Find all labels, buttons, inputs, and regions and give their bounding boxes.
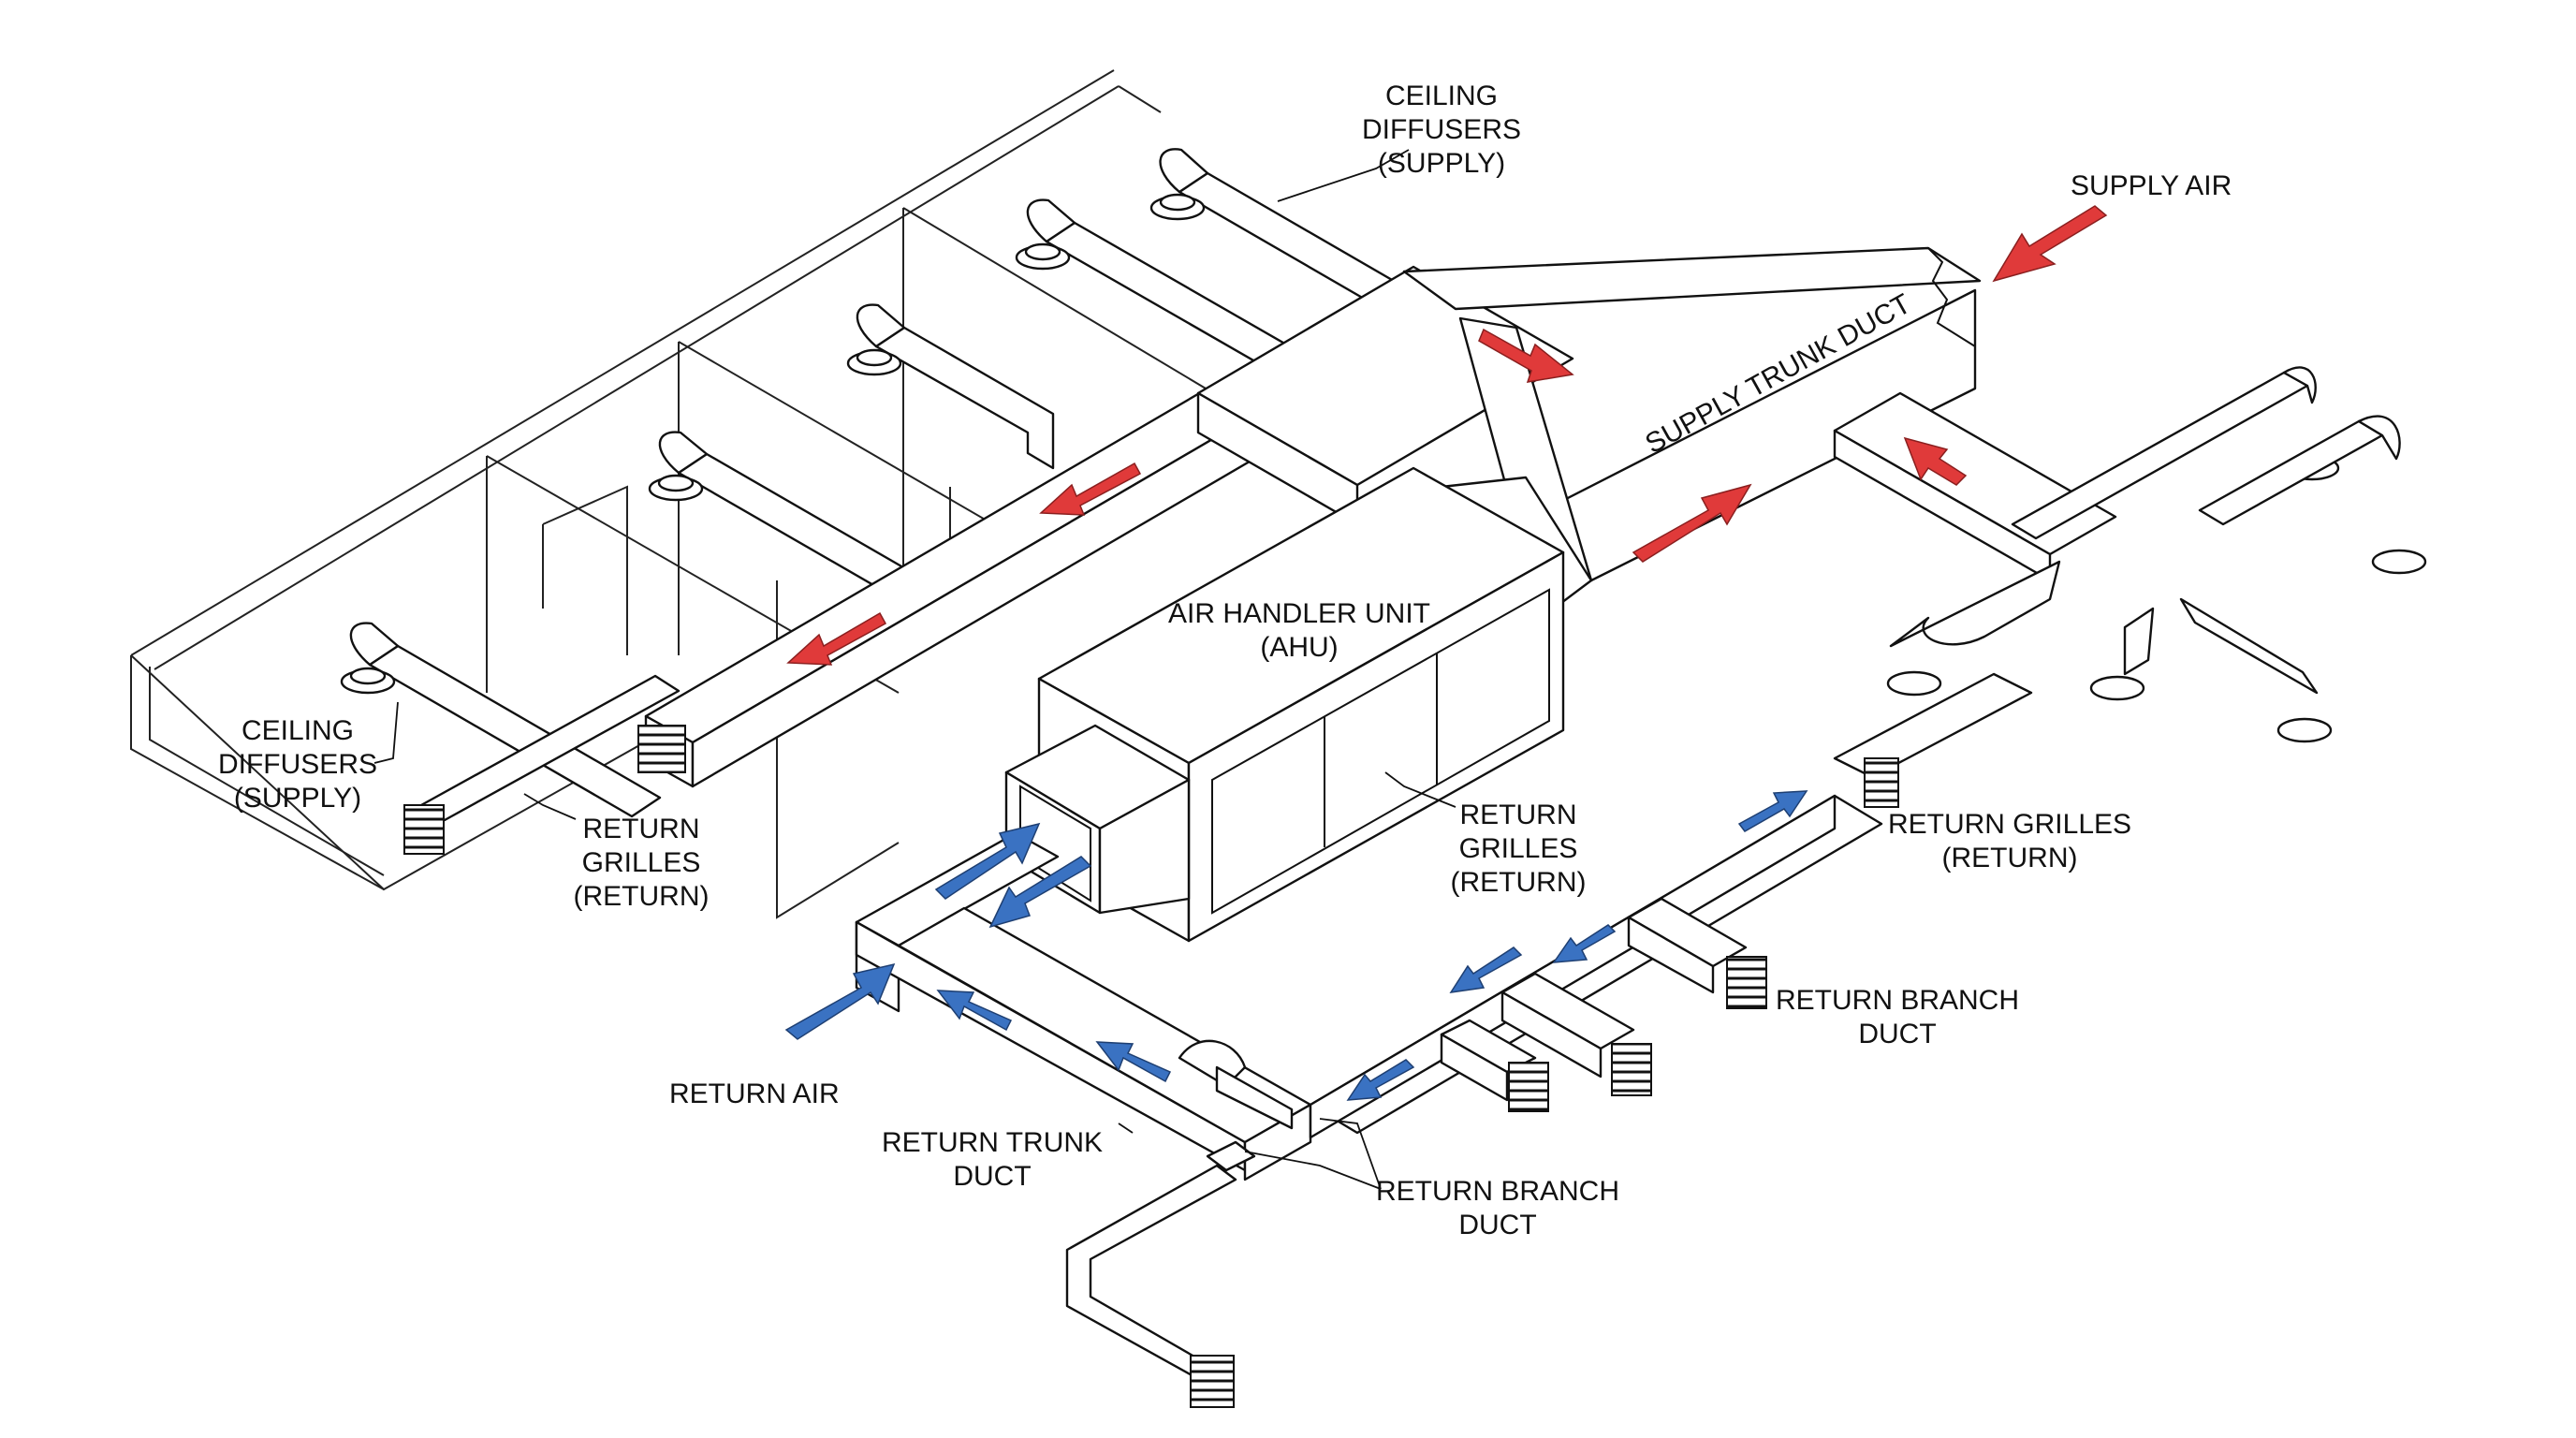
supply-trunk-duct [644,246,1982,788]
grille-left-1 [403,804,445,855]
supply-branch-ducts-left [340,148,1425,822]
label-return-trunk-duct-1: RETURN TRUNK [882,1127,1103,1158]
arrow-supply-air-in [1992,205,2108,283]
arrow-branch-4 [1737,790,1808,832]
grille-stub-2 [1611,1043,1652,1096]
grille-stub-1 [1508,1062,1549,1112]
label-return-branch-duct-bottom-2: DUCT [1458,1210,1536,1240]
labels: CEILING DIFFUSERS (SUPPLY) SUPPLY AIR SU… [218,81,2232,1240]
grille-left-2 [637,725,686,773]
label-return-grilles-ahu-3: (RETURN) [1451,867,1587,898]
return-air-arrows [784,790,1808,1101]
label-ahu-2: (AHU) [1260,632,1338,663]
label-return-grilles-ahu-2: GRILLES [1459,833,1578,864]
arrow-ahu-out [988,856,1092,929]
label-ceiling-diffusers-top-2: DIFFUSERS [1362,114,1521,145]
supply-air-arrows [786,205,2108,666]
arrow-branch-2 [1449,946,1523,993]
grille-right-1 [1864,757,1899,808]
arrow-branch-right [1903,436,1968,486]
grille-stub-3 [1726,956,1767,1009]
grille-bottom [1190,1355,1235,1408]
label-return-grilles-left-2: GRILLES [582,847,701,878]
label-return-grilles-right-2: (RETURN) [1942,843,2078,873]
arrow-left-trunk-2 [786,611,887,666]
arrow-return-trunk-2 [1095,1041,1172,1083]
label-return-grilles-left-1: RETURN [583,814,700,844]
arrow-ahu-in-1 [934,822,1041,900]
label-return-air: RETURN AIR [669,1078,840,1109]
arrow-left-trunk-1 [1039,462,1142,516]
air-handler-unit [1004,466,1565,943]
arrow-branch-3 [1552,924,1617,963]
label-supply-air: SUPPLY AIR [2071,170,2232,201]
label-ceiling-diffusers-left-3: (SUPPLY) [234,783,361,814]
label-ahu-1: AIR HANDLER UNIT [1168,598,1430,629]
label-return-branch-duct-bottom-1: RETURN BRANCH [1376,1176,1619,1207]
label-ceiling-diffusers-top-3: (SUPPLY) [1378,148,1505,179]
supply-branch-ducts-right [1833,366,2427,743]
label-ceiling-diffusers-left-1: CEILING [242,715,354,746]
label-return-trunk-duct-2: DUCT [953,1161,1031,1192]
arrow-trunk-1 [1478,328,1574,383]
label-ceiling-diffusers-top-1: CEILING [1385,81,1498,111]
label-ceiling-diffusers-left-2: DIFFUSERS [218,749,377,780]
arrow-return-trunk-1 [936,990,1013,1032]
label-return-branch-duct-right-1: RETURN BRANCH [1776,985,2019,1016]
arrow-branch-1 [1346,1059,1415,1101]
label-return-grilles-right-1: RETURN GRILLES [1888,809,2131,840]
return-branch-stubs [1440,897,1748,1102]
label-return-branch-duct-right-2: DUCT [1858,1019,1936,1049]
label-return-grilles-left-3: (RETURN) [574,881,710,912]
leader-lines [373,149,1456,1190]
arrow-trunk-2 [1632,483,1752,563]
arrow-return-air-in [784,962,896,1040]
building-rooms [130,69,1246,919]
return-grilles [403,725,1899,1408]
label-return-grilles-ahu-1: RETURN [1460,800,1577,830]
